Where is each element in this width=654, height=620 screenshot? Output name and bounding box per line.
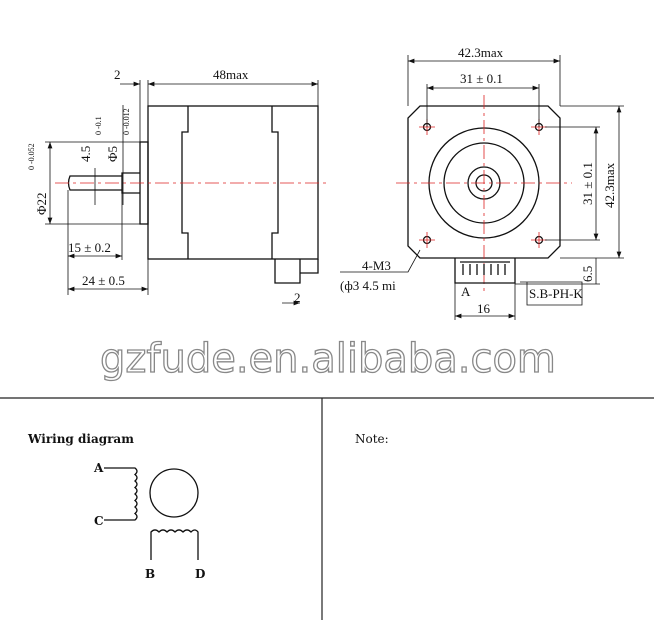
- holes-label: 4-M3: [362, 258, 391, 273]
- front-view: 42.3max 31 ± 0.1 31 ± 0.1 42.3max 6.5 4-…: [340, 45, 624, 320]
- motor-body: [147, 105, 319, 260]
- wire-label-a: A: [93, 461, 104, 475]
- dim-height: 42.3max: [602, 162, 617, 208]
- connector-width: 16: [477, 301, 491, 316]
- wire-label-d: D: [195, 567, 205, 581]
- wiring-diagram: A C B D: [93, 461, 205, 581]
- dim-flat-tol: 0 -0.1: [94, 116, 103, 135]
- motor-face: [407, 105, 561, 259]
- dim-shaft-tol: 0 -0.012: [122, 108, 131, 135]
- mounting-holes: [419, 119, 547, 248]
- wire-label-c: C: [94, 514, 104, 528]
- coil-ac: [104, 467, 138, 521]
- connector-side: [274, 259, 319, 284]
- dim-flat-len: 15 ± 0.2: [68, 240, 111, 255]
- extension-lines-right: [515, 105, 624, 285]
- extension-lines-front: [407, 55, 561, 127]
- dim-connector: 6.5: [580, 266, 595, 282]
- holes-leader: [340, 249, 421, 273]
- connector-pin: A: [461, 284, 471, 299]
- dim-shaft-len: 24 ± 0.5: [82, 273, 125, 288]
- dim-width: 42.3max: [458, 45, 504, 60]
- wiring-title: Wiring diagram: [27, 432, 134, 446]
- dim-boss-tol: 0 -0.052: [27, 143, 36, 170]
- rotor: [149, 468, 199, 518]
- dim-flange: 2: [114, 67, 121, 82]
- extension-lines: [139, 80, 319, 142]
- dim-hole-spacing-v: 31 ± 0.1: [580, 162, 595, 205]
- side-view: 2 48max Φ22 0 -0.052 4.5 0 -0.1 Φ5 0 -0.…: [27, 67, 330, 306]
- dim-boss: Φ22: [34, 192, 49, 215]
- note-label: Note:: [355, 432, 389, 446]
- dim-shaft: Φ5: [105, 146, 120, 162]
- dim-bottom: 2: [294, 290, 301, 305]
- watermark: gzfude.en.alibaba.com: [100, 336, 556, 382]
- holes-depth: (ф3 4.5 mi: [340, 278, 396, 293]
- dim-hole-spacing: 31 ± 0.1: [460, 71, 503, 86]
- wire-label-b: B: [145, 567, 155, 581]
- dim-flat: 4.5: [78, 146, 93, 162]
- extension-lines-boss: [45, 141, 140, 225]
- dim-length: 48max: [213, 67, 249, 82]
- body-seams: [181, 106, 279, 259]
- shaft: [67, 172, 140, 194]
- connector-type: S.B-PH-K: [529, 286, 583, 301]
- connector-type-box: [520, 281, 583, 306]
- connector: [454, 258, 516, 284]
- coil-bd: [150, 529, 199, 560]
